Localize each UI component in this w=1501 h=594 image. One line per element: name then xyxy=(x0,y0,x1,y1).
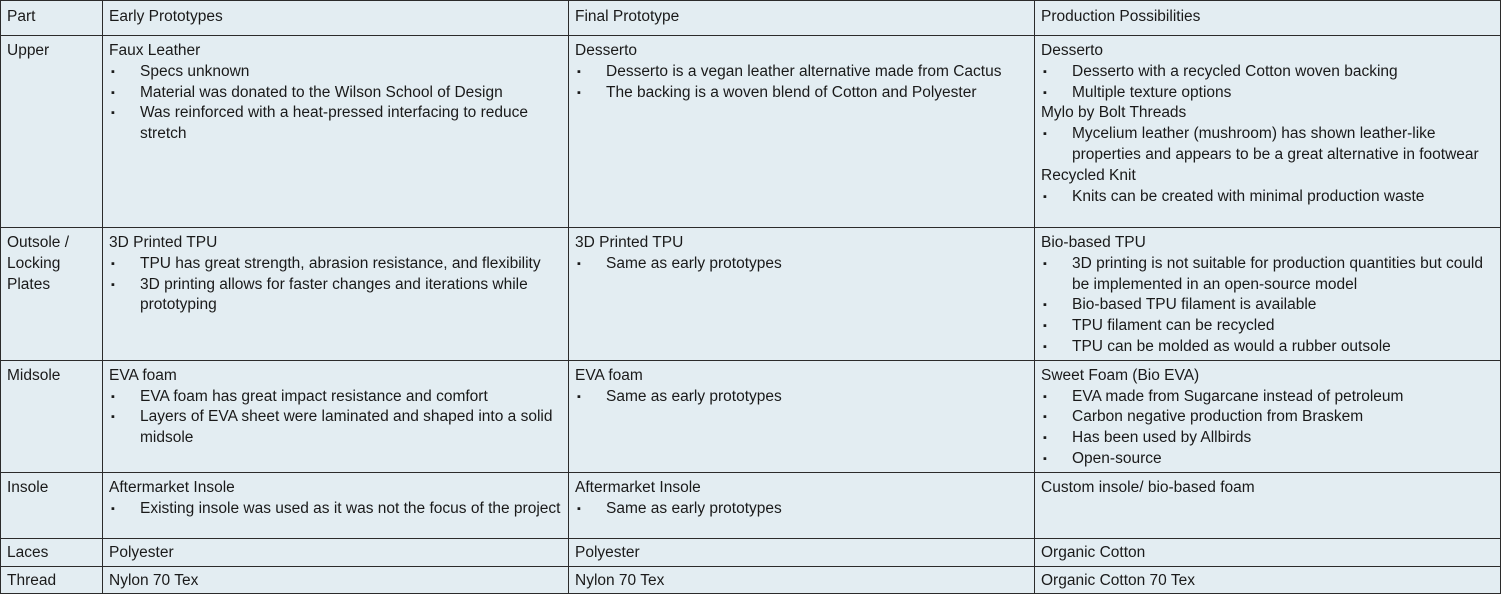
bullet-item: Has been used by Allbirds xyxy=(1041,428,1494,449)
bullet-list: Desserto is a vegan leather alternative … xyxy=(575,62,1028,104)
bullet-item: Was reinforced with a heat-pressed inter… xyxy=(109,103,562,145)
header-early-prototypes: Early Prototypes xyxy=(102,0,569,36)
production-cell: Organic Cotton xyxy=(1034,537,1501,567)
part-cell: Outsole / Locking Plates xyxy=(0,227,103,361)
part-cell: Midsole xyxy=(0,359,103,473)
material-title: EVA foam xyxy=(575,366,643,384)
part-cell: Upper xyxy=(0,35,103,228)
bullet-item: Open-source xyxy=(1041,449,1494,470)
bullet-list: TPU has great strength, abrasion resista… xyxy=(109,254,562,316)
bullet-item: Mycelium leather (mushroom) has shown le… xyxy=(1041,124,1494,166)
bullet-list: EVA made from Sugarcane instead of petro… xyxy=(1041,387,1494,470)
bullet-item: TPU filament can be recycled xyxy=(1041,316,1494,337)
material-title: Organic Cotton 70 Tex xyxy=(1041,571,1195,589)
production-cell: Custom insole/ bio-based foam xyxy=(1034,471,1501,539)
bullet-item: Material was donated to the Wilson Schoo… xyxy=(109,83,562,104)
header-final-prototype: Final Prototype xyxy=(568,0,1035,36)
bullet-list: Existing insole was used as it was not t… xyxy=(109,499,562,520)
part-cell: Laces xyxy=(0,537,103,567)
final-cell: Nylon 70 Tex xyxy=(568,565,1035,594)
early-cell: Nylon 70 Tex xyxy=(102,565,569,594)
bullet-item: 3D printing allows for faster changes an… xyxy=(109,275,562,317)
early-cell: Polyester xyxy=(102,537,569,567)
final-cell: DessertoDesserto is a vegan leather alte… xyxy=(568,35,1035,228)
bullet-list: Knits can be created with minimal produc… xyxy=(1041,187,1494,208)
material-title: 3D Printed TPU xyxy=(575,234,684,251)
bullet-item: Specs unknown xyxy=(109,62,562,83)
bullet-list: Mycelium leather (mushroom) has shown le… xyxy=(1041,124,1494,166)
header-production-possibilities: Production Possibilities xyxy=(1034,0,1501,36)
material-title: Custom insole/ bio-based foam xyxy=(1041,478,1255,496)
final-cell: Aftermarket InsoleSame as early prototyp… xyxy=(568,471,1035,539)
bullet-list: Same as early prototypes xyxy=(575,254,1028,275)
bullet-item: EVA foam has great impact resistance and… xyxy=(109,387,562,408)
bullet-item: Desserto is a vegan leather alternative … xyxy=(575,62,1028,83)
production-cell: DessertoDesserto with a recycled Cotton … xyxy=(1034,35,1501,228)
bullet-item: Multiple texture options xyxy=(1041,83,1494,104)
early-cell: EVA foamEVA foam has great impact resist… xyxy=(102,359,569,473)
bullet-item: Knits can be created with minimal produc… xyxy=(1041,187,1494,208)
table-row: Thread Nylon 70 Tex Nylon 70 Tex Organic Co… xyxy=(0,565,1501,594)
bullet-item: Carbon negative production from Braskem xyxy=(1041,407,1494,428)
material-title: Nylon 70 Tex xyxy=(575,571,665,589)
bullet-list: Specs unknownMaterial was donated to the… xyxy=(109,62,562,145)
bullet-item: Same as early prototypes xyxy=(575,499,1028,520)
header-part: Part xyxy=(0,0,103,36)
bullet-list: Same as early prototypes xyxy=(575,387,1028,408)
material-title: Polyester xyxy=(109,543,174,561)
material-title: Organic Cotton xyxy=(1041,543,1146,561)
material-title: Aftermarket Insole xyxy=(109,478,235,496)
material-title: Sweet Foam (Bio EVA) xyxy=(1041,366,1200,384)
table-row: Outsole / Locking Plates 3D Printed TPU TP… xyxy=(0,227,1501,361)
bullet-list: Same as early prototypes xyxy=(575,499,1028,520)
bullet-item: Bio-based TPU filament is available xyxy=(1041,295,1494,316)
bullet-item: Desserto with a recycled Cotton woven ba… xyxy=(1041,62,1494,83)
bullet-item: TPU has great strength, abrasion resista… xyxy=(109,254,562,275)
header-row: Part Early Prototypes Final Prototype Pr… xyxy=(0,0,1501,36)
bullet-item: Existing insole was used as it was not t… xyxy=(109,499,562,520)
final-cell: Polyester xyxy=(568,537,1035,567)
material-title: Nylon 70 Tex xyxy=(109,571,199,589)
bullet-list: 3D printing is not suitable for producti… xyxy=(1041,254,1494,358)
material-title: 3D Printed TPU xyxy=(109,234,218,251)
bullet-item: Same as early prototypes xyxy=(575,254,1028,275)
material-title: Desserto xyxy=(1041,42,1104,59)
material-title: Recycled Knit xyxy=(1041,166,1136,184)
early-cell: 3D Printed TPU TPU has great strength, ab… xyxy=(102,227,569,361)
bullet-item: EVA made from Sugarcane instead of petro… xyxy=(1041,387,1494,408)
material-title: Polyester xyxy=(575,543,640,561)
production-cell: Sweet Foam (Bio EVA) EVA made from Sugarc… xyxy=(1034,359,1501,473)
final-cell: EVA foamSame as early prototypes xyxy=(568,359,1035,473)
production-cell: Organic Cotton 70 Tex xyxy=(1034,565,1501,594)
material-title: Aftermarket Insole xyxy=(575,478,701,496)
bullet-list: Desserto with a recycled Cotton woven ba… xyxy=(1041,62,1494,104)
material-title: Desserto xyxy=(575,42,638,59)
material-title: Faux Leather xyxy=(109,42,201,59)
table-row: Laces Polyester Polyester Organic Cotton xyxy=(0,537,1501,567)
material-title: Bio-based TPU xyxy=(1041,234,1146,251)
production-cell: Bio-based TPU 3D printing is not suitable… xyxy=(1034,227,1501,361)
early-cell: Faux LeatherSpecs unknownMaterial was do… xyxy=(102,35,569,228)
bullet-item: The backing is a woven blend of Cotton a… xyxy=(575,83,1028,104)
final-cell: 3D Printed TPU Same as early prototypes xyxy=(568,227,1035,361)
material-title: Mylo by Bolt Threads xyxy=(1041,104,1187,122)
bullet-item: Same as early prototypes xyxy=(575,387,1028,408)
part-cell: Insole xyxy=(0,471,103,539)
material-title: EVA foam xyxy=(109,366,177,384)
early-cell: Aftermarket InsoleExisting insole was us… xyxy=(102,471,569,539)
bullet-item: TPU can be molded as would a rubber outs… xyxy=(1041,337,1494,358)
bullet-item: Layers of EVA sheet were laminated and s… xyxy=(109,407,562,449)
bullet-list: EVA foam has great impact resistance and… xyxy=(109,387,562,449)
bullet-item: 3D printing is not suitable for producti… xyxy=(1041,254,1494,296)
part-cell: Thread xyxy=(0,565,103,594)
